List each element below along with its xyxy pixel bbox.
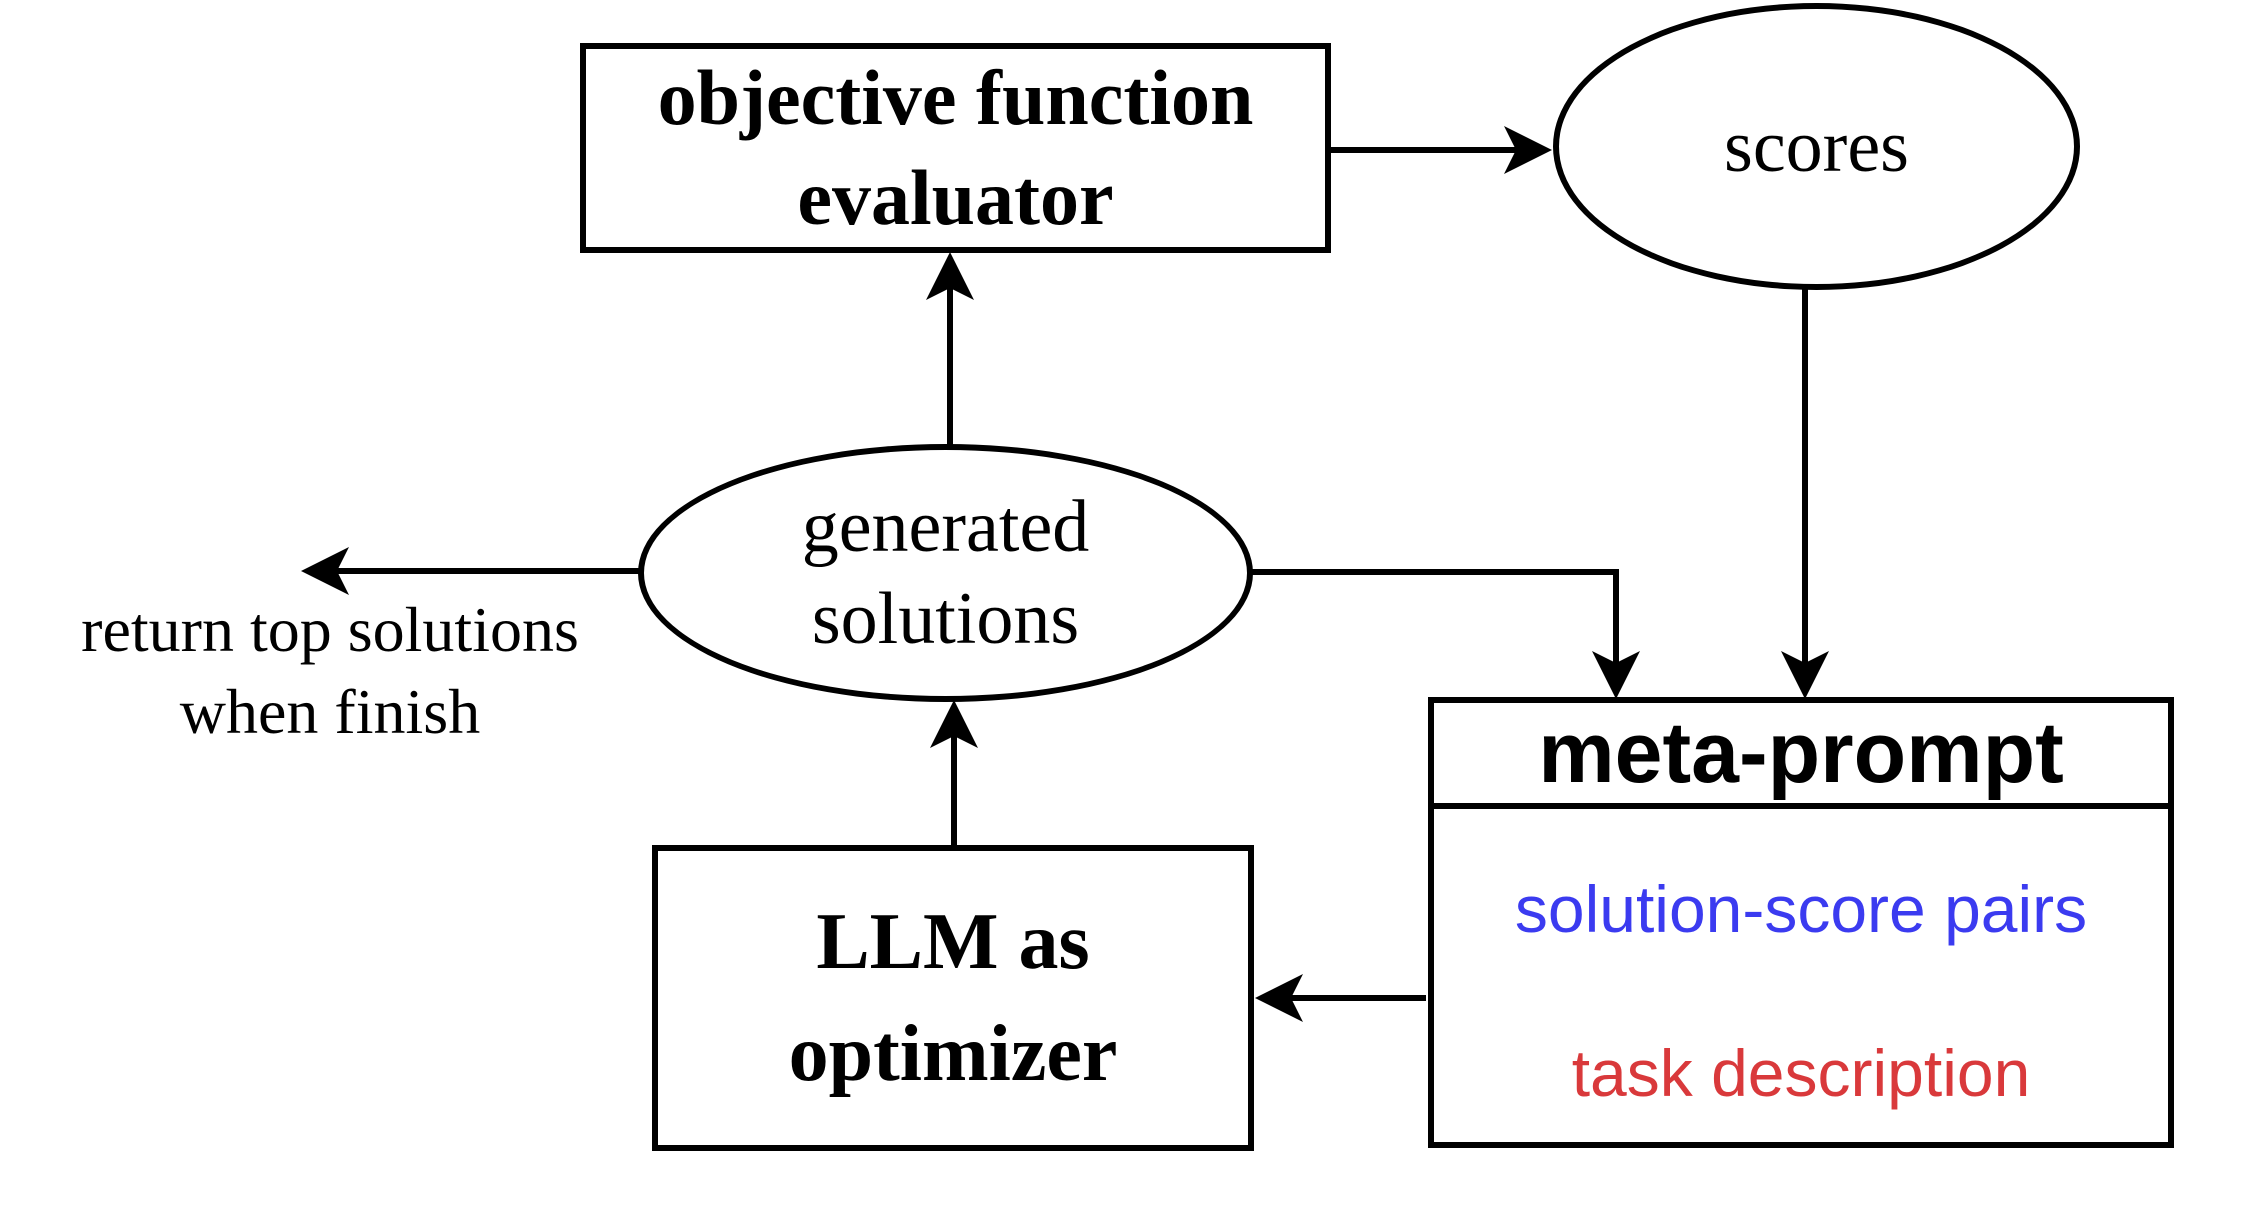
task-description-label: task description	[1571, 1036, 2031, 1110]
arrow-generated-to-evaluator	[926, 252, 974, 448]
arrow-meta-prompt-to-llm	[1255, 974, 1426, 1022]
objective-function-evaluator-label-line1: objective function	[657, 54, 1254, 141]
meta-prompt-box: meta-prompt solution-score pairs task de…	[1428, 697, 2174, 1148]
arrowhead-left-icon	[1255, 974, 1303, 1022]
scores-ellipse: scores	[1553, 3, 2080, 290]
arrow-generated-to-meta-prompt	[1249, 569, 1640, 699]
arrow-generated-to-return	[301, 547, 644, 595]
generated-solutions-label-line1: generated	[801, 486, 1090, 568]
arrow-shaft	[1249, 569, 1619, 664]
arrowhead-up-icon	[930, 700, 978, 748]
return-note-line1: return top solutions	[81, 594, 579, 665]
llm-as-optimizer-box: LLM as optimizer	[652, 845, 1254, 1151]
arrowhead-right-icon	[1504, 126, 1552, 174]
arrow-evaluator-to-scores	[1328, 126, 1552, 174]
llm-as-optimizer-label-line1: LLM as	[816, 898, 1090, 986]
arrow-scores-to-meta-prompt	[1781, 284, 1829, 699]
arrowhead-down-icon	[1781, 651, 1829, 699]
generated-solutions-label-line2: solutions	[811, 578, 1080, 660]
arrowhead-left-icon	[301, 547, 349, 595]
objective-function-evaluator-box: objective function evaluator	[580, 43, 1331, 253]
objective-function-evaluator-label-line2: evaluator	[797, 154, 1114, 241]
return-note: return top solutions when finish	[0, 589, 660, 753]
meta-prompt-header: meta-prompt	[1434, 703, 2168, 809]
llm-as-optimizer-label-line2: optimizer	[788, 1010, 1118, 1098]
meta-prompt-body: solution-score pairs task description	[1434, 869, 2168, 1113]
arrowhead-down-icon	[1592, 651, 1640, 699]
generated-solutions-ellipse: generated solutions	[638, 444, 1253, 702]
meta-prompt-title: meta-prompt	[1538, 704, 2064, 801]
return-note-line2: when finish	[179, 676, 481, 747]
arrow-llm-to-generated	[930, 700, 978, 848]
solution-score-pairs-label: solution-score pairs	[1514, 872, 2088, 946]
arrowhead-up-icon	[926, 252, 974, 300]
scores-label: scores	[1724, 105, 1909, 188]
